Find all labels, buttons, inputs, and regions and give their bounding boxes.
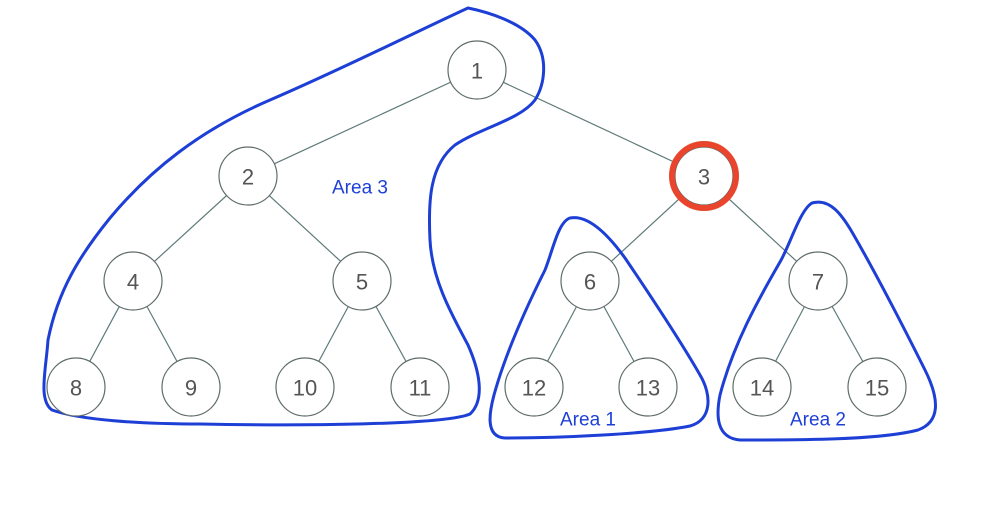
area-3-label: Area 3 (332, 178, 388, 199)
node-circle (447, 40, 507, 100)
node-circle (618, 357, 678, 417)
node-label: 9 (185, 376, 197, 401)
node-circle (847, 357, 907, 417)
node-label: 13 (636, 376, 660, 401)
node-label: 10 (293, 376, 317, 401)
tree-node-5: 5 (332, 251, 392, 311)
node-label: 1 (471, 59, 483, 84)
area-labels: Area 3 Area 1 Area 2 (332, 178, 846, 431)
node-label: 7 (812, 270, 824, 295)
tree-node-10: 10 (275, 357, 335, 417)
node-label: 11 (409, 376, 432, 401)
node-circle (275, 357, 335, 417)
node-circle (390, 357, 450, 417)
node-circle (504, 357, 564, 417)
node-circle (788, 251, 848, 311)
area-2-outline (716, 200, 937, 442)
edge-1-2 (247, 69, 478, 177)
node-circle (732, 357, 792, 417)
tree-node-11: 11 (390, 357, 450, 417)
node-label: 12 (522, 376, 546, 401)
tree-node-6: 6 (560, 251, 620, 311)
node-circle (103, 251, 163, 311)
node-label: 6 (584, 270, 596, 295)
node-circle (161, 357, 221, 417)
tree-node-2: 2 (218, 146, 278, 206)
tree-edges (75, 69, 878, 388)
tree-node-7: 7 (788, 251, 848, 311)
area-3-outline (42, 6, 546, 427)
tree-node-13: 13 (618, 357, 678, 417)
tree-node-8: 8 (46, 357, 106, 417)
area-1-label: Area 1 (560, 410, 616, 431)
tree-node-9: 9 (161, 357, 221, 417)
highlight-ring (669, 141, 739, 211)
area-outlines (42, 6, 937, 442)
node-label: 5 (356, 270, 368, 295)
node-circle (560, 251, 620, 311)
tree-node-4: 4 (103, 251, 163, 311)
tree-node-1: 1 (447, 40, 507, 100)
tree-node-3: 3 (669, 141, 739, 211)
area-1-outline (488, 216, 710, 440)
edge-1-3 (476, 69, 705, 177)
node-label: 3 (698, 165, 710, 190)
node-label: 14 (750, 376, 774, 401)
node-label: 15 (865, 376, 889, 401)
node-label: 4 (127, 270, 139, 295)
node-circle (46, 357, 106, 417)
node-label: 2 (242, 165, 254, 190)
node-circle (332, 251, 392, 311)
area-2-label: Area 2 (790, 410, 846, 431)
node-label: 8 (70, 376, 82, 401)
tree-node-12: 12 (504, 357, 564, 417)
tree-node-14: 14 (732, 357, 792, 417)
tree-node-15: 15 (847, 357, 907, 417)
node-circle (218, 146, 278, 206)
